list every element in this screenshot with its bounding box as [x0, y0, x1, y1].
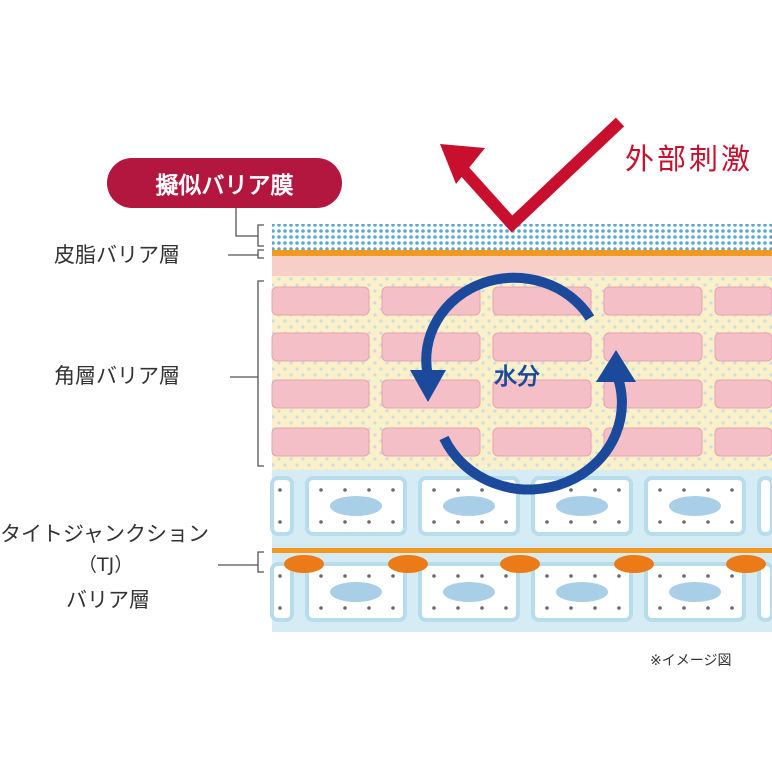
moisture-cycle-arrows [421, 272, 627, 495]
living-cell [644, 476, 746, 536]
living-cell [757, 562, 772, 622]
corneocyte-cell [271, 379, 370, 409]
living-cell [305, 476, 407, 536]
stratum-barrier-label: 角層バリア層 [54, 364, 180, 388]
pseudo-barrier-label: 擬似バリア膜 [107, 158, 342, 208]
living-cell [531, 562, 633, 622]
tj-blob [388, 555, 428, 573]
bracket-lines [218, 196, 264, 573]
tj-blob [614, 555, 654, 573]
corneocyte-cell [271, 286, 370, 316]
living-cells [270, 476, 772, 622]
tj-junctions [284, 555, 766, 573]
pseudo-barrier-layer [272, 224, 772, 250]
corneocyte-cell [714, 332, 772, 362]
tj-label-line2: （TJ） [78, 554, 134, 576]
image-note: ※イメージ図 [650, 653, 732, 669]
corneocyte-cell [271, 332, 370, 362]
corneocyte-cell [492, 379, 592, 409]
sebum-barrier-label: 皮脂バリア層 [54, 243, 180, 267]
living-cell [418, 476, 520, 536]
tj-orange-line [272, 548, 772, 553]
corneocyte-cell [714, 427, 772, 457]
tj-blob [726, 555, 766, 573]
corneocyte-cell [381, 427, 481, 457]
tj-label-line1: タイトジャンクション [0, 522, 209, 546]
living-cell [305, 562, 407, 622]
cycle-arrowhead-right [596, 350, 636, 382]
corneocyte-cell [714, 379, 772, 409]
tj-blob [500, 555, 540, 573]
corneocyte-cell [271, 427, 370, 457]
corneocyte-cell [603, 286, 703, 316]
corneocyte-cell [492, 332, 592, 362]
corneocyte-cell [603, 427, 703, 457]
living-cell [644, 562, 746, 622]
living-cell [531, 476, 633, 536]
external-stimulus-label: 外部刺激 [625, 142, 754, 176]
living-cell [757, 476, 772, 536]
corneocyte-cell [492, 427, 592, 457]
tj-label-line3: バリア層 [66, 588, 150, 612]
corneocyte-cell [603, 332, 703, 362]
living-cell [418, 562, 520, 622]
corneocyte-cell [714, 286, 772, 316]
cycle-arrowhead-left [410, 370, 446, 402]
living-cell [270, 562, 294, 622]
moisture-label: 水分 [494, 364, 540, 390]
corneocyte-cell [603, 379, 703, 409]
external-stimulus-arrow [440, 117, 625, 233]
living-cell [270, 476, 294, 536]
sebum-layer [272, 250, 772, 256]
corneocyte-cells [271, 286, 772, 457]
tj-blob [284, 555, 324, 573]
